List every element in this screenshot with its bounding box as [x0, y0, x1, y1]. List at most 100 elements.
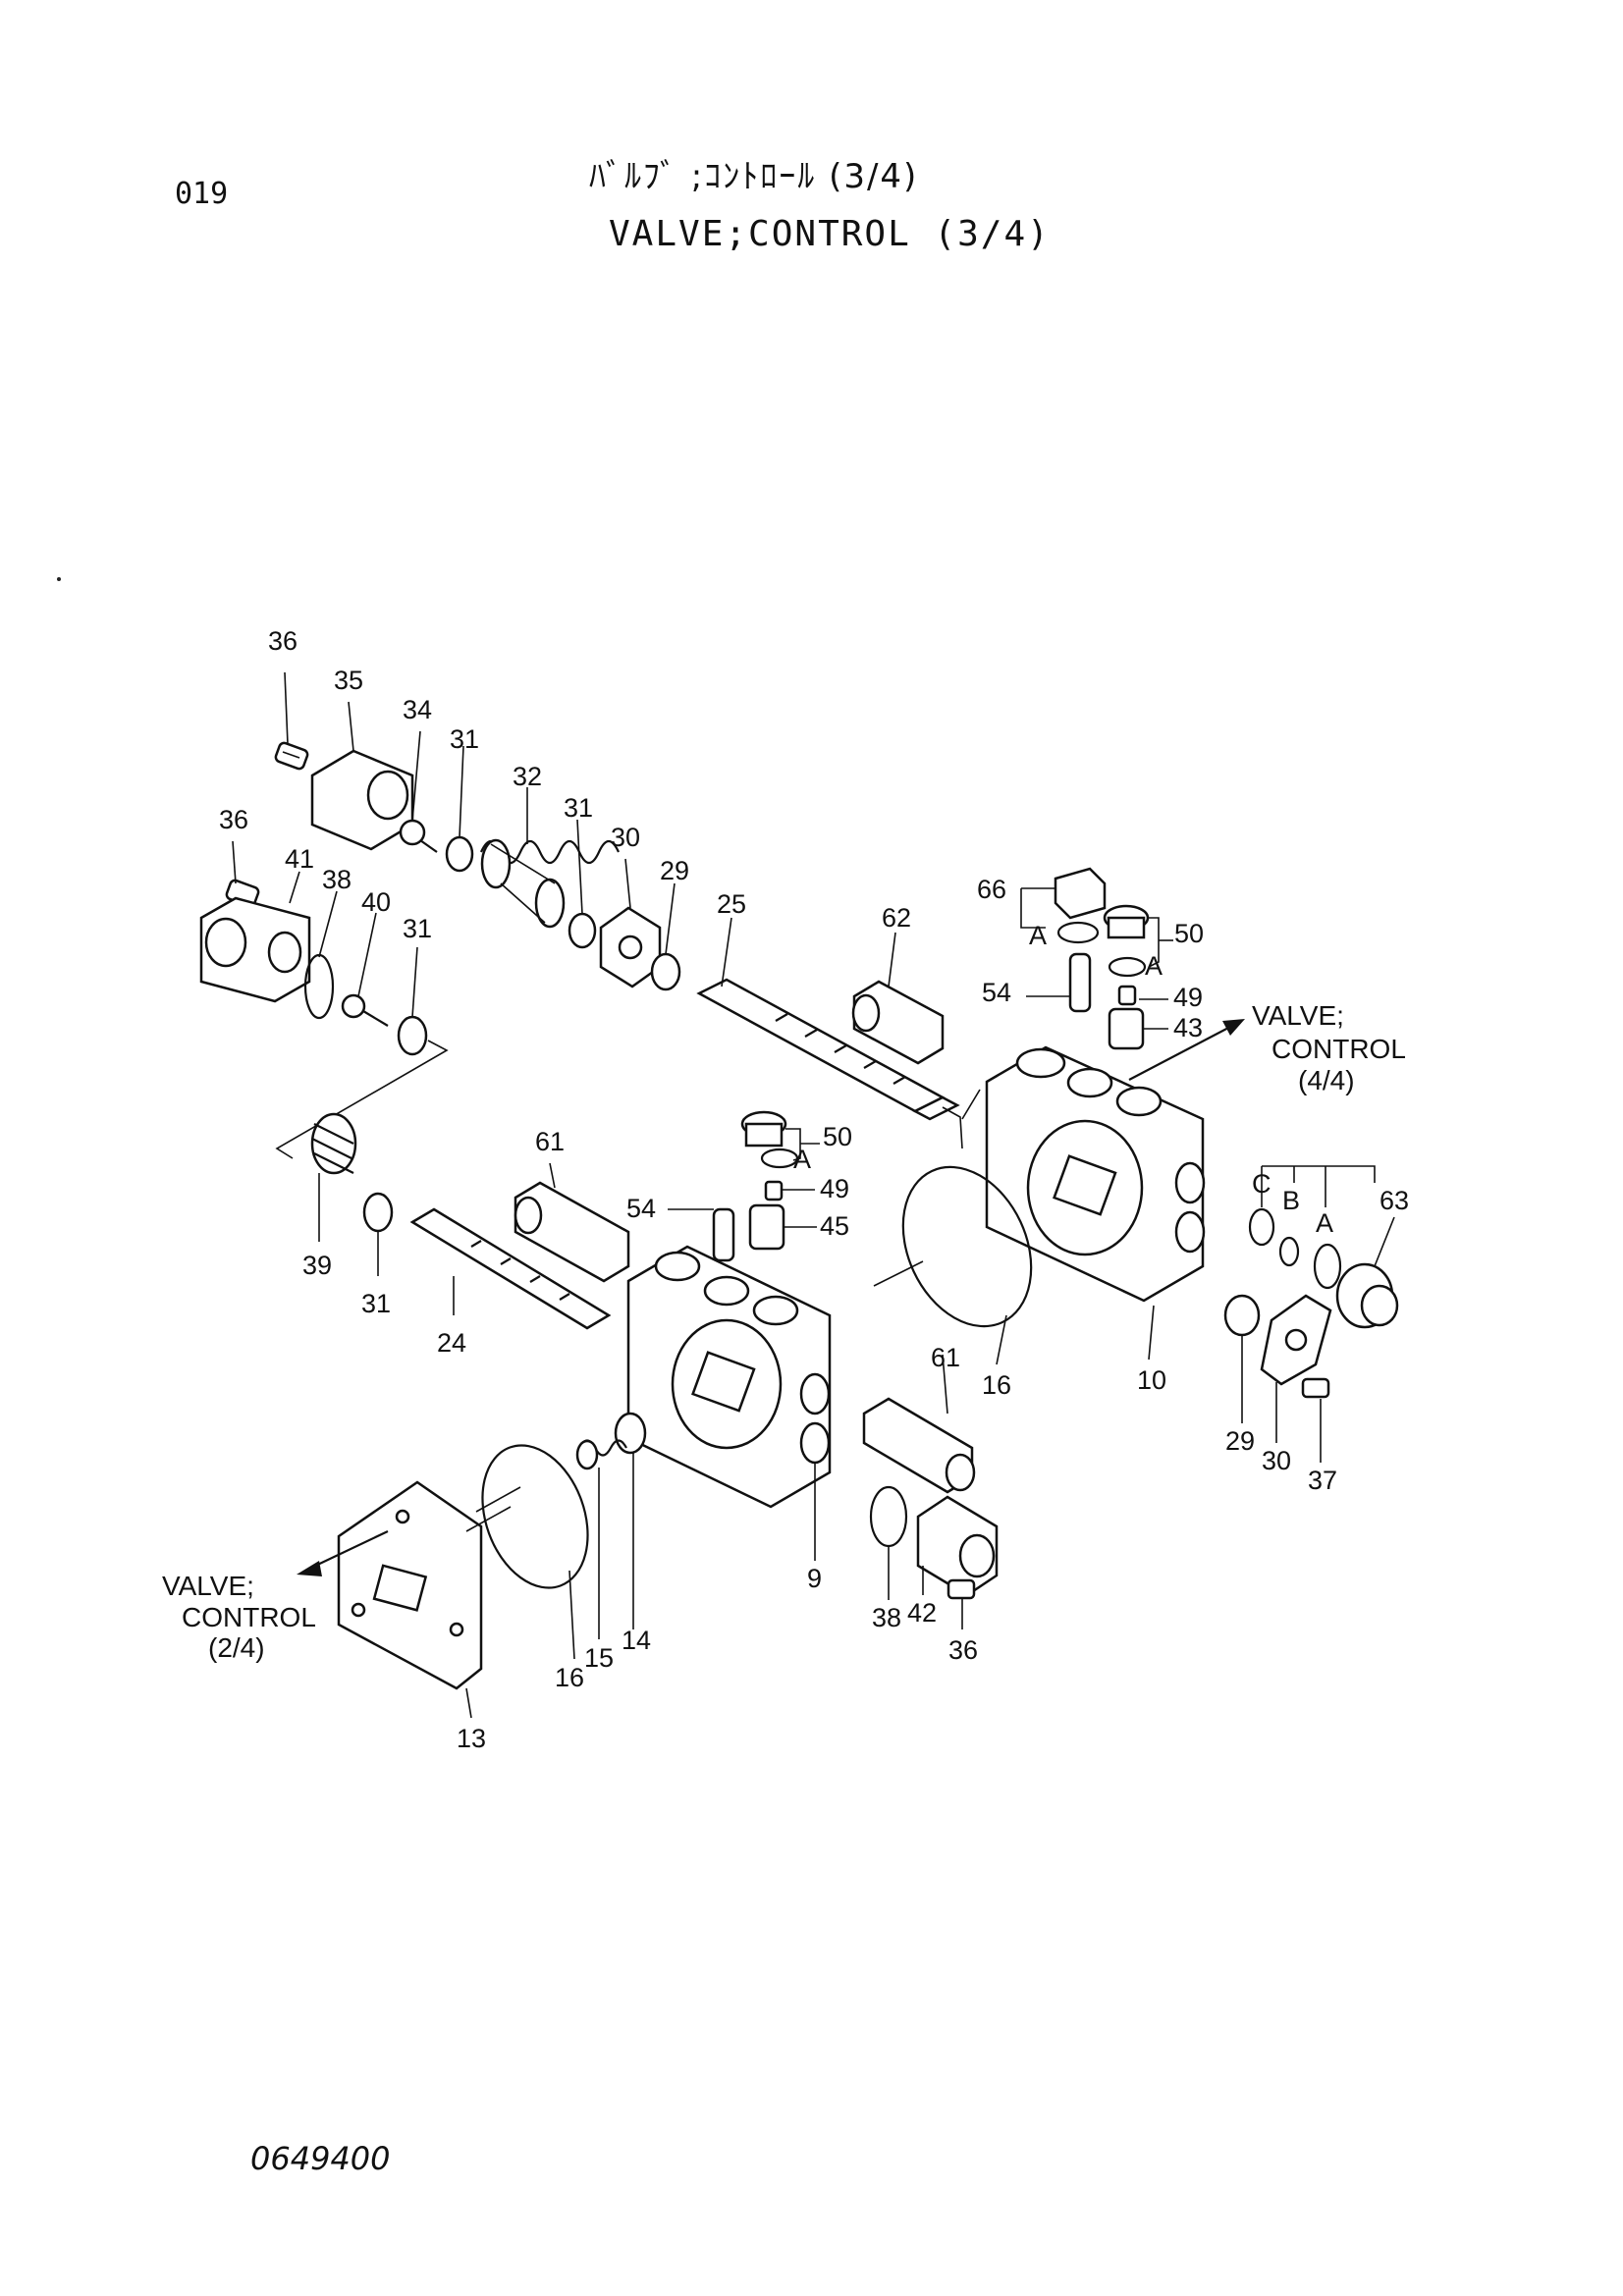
callout-63: 63: [1380, 1186, 1409, 1215]
part-50-plug-lower: [740, 1110, 799, 1169]
callout-14: 14: [622, 1626, 651, 1655]
callout-61: 61: [931, 1343, 960, 1372]
callout-25: 25: [717, 889, 746, 919]
reference-line-2: CONTROL: [182, 1602, 316, 1632]
callout-16: 16: [555, 1663, 584, 1692]
part-50-plug-upper: [1103, 904, 1150, 978]
part-31-retainer-d: [362, 1192, 394, 1233]
title-japanese: ﾊﾞﾙﾌﾞ ;ｺﾝﾄﾛｰﾙ (3/4): [589, 157, 919, 196]
callout-35: 35: [334, 666, 363, 695]
part-9-valve-body: [626, 1245, 832, 1509]
callout-24: 24: [437, 1328, 466, 1358]
callout-31: 31: [403, 914, 432, 943]
callout-45: 45: [820, 1211, 849, 1241]
callout-31: 31: [564, 793, 593, 823]
callout-49: 49: [820, 1174, 849, 1203]
callout-30: 30: [1262, 1446, 1291, 1475]
part-61-relief-lower: [862, 1397, 976, 1494]
part-36-bolt-upper: [274, 741, 309, 771]
callout-49: 49: [1173, 983, 1203, 1012]
callout-39: 39: [302, 1251, 332, 1280]
part-15-spring: [575, 1439, 627, 1470]
part-34-stopper: [399, 819, 438, 853]
part-29-seal-a: [650, 952, 681, 991]
callout-38: 38: [322, 865, 352, 894]
part-14-retainer: [614, 1412, 647, 1455]
reference-label-lower-left: VALVE; CONTROL (2/4): [162, 1571, 316, 1663]
label-a: A: [1145, 951, 1163, 981]
label-a: A: [1029, 921, 1047, 950]
part-41-housing: [199, 896, 311, 1003]
part-36-bolt-lower: [947, 1578, 976, 1600]
callout-38: 38: [872, 1603, 901, 1632]
callout-50: 50: [1174, 919, 1204, 948]
part-61-relief-upper: [514, 1181, 630, 1283]
part-54-fitting-lower: [712, 1207, 735, 1262]
part-31-retainer-c: [397, 1015, 428, 1056]
part-42-housing: [916, 1495, 999, 1597]
part-31-retainer-a: [445, 835, 474, 873]
callout-61: 61: [535, 1127, 565, 1156]
callout-50: 50: [823, 1122, 852, 1151]
reference-arrow-lower-left: [297, 1530, 389, 1576]
callout-54: 54: [982, 978, 1011, 1007]
label-b: B: [1282, 1186, 1300, 1215]
callout-16: 16: [982, 1370, 1011, 1400]
part-38-oring-lower: [869, 1485, 908, 1548]
label-a: A: [1316, 1208, 1333, 1238]
part-40-pin: [341, 993, 389, 1027]
title-english: VALVE;CONTROL (3/4): [609, 214, 1051, 254]
callout-29: 29: [660, 856, 689, 885]
reference-line-3: (2/4): [208, 1632, 265, 1663]
callout-41: 41: [285, 844, 314, 874]
part-32-spring: [479, 838, 621, 929]
part-45-plug-lower: [748, 1203, 785, 1251]
part-13-end-plate: [337, 1480, 483, 1690]
part-49-screw-lower: [764, 1180, 784, 1201]
callout-40: 40: [361, 887, 391, 917]
reference-line-1: VALVE;: [162, 1571, 254, 1601]
callout-13: 13: [457, 1724, 486, 1753]
part-63-plug-seals: [1248, 1207, 1399, 1329]
assembly-connection-line: [275, 1040, 449, 1159]
page-number: 019: [175, 177, 229, 211]
callout-37: 37: [1308, 1466, 1337, 1495]
drawing-number: 0649400: [250, 2140, 391, 2177]
part-29-seal-b: [1223, 1294, 1261, 1337]
label-a: A: [793, 1145, 811, 1174]
reference-line-1: VALVE;: [1252, 1000, 1344, 1031]
callout-9: 9: [807, 1564, 822, 1593]
part-38-oring-upper: [303, 953, 335, 1020]
stray-mark: [57, 577, 61, 581]
callout-32: 32: [513, 762, 542, 791]
callout-36: 36: [219, 805, 248, 834]
reference-label-upper-right: VALVE; CONTROL (4/4): [1252, 1000, 1406, 1095]
part-31-retainer-b: [568, 912, 597, 949]
part-39-spring: [310, 1112, 357, 1175]
callout-29: 29: [1225, 1426, 1255, 1456]
label-c: C: [1252, 1169, 1271, 1199]
part-66-plug: [1054, 867, 1107, 944]
callout-labels: 36 35 34 31 32 31 30 29 25 36 41 38 40 3…: [219, 626, 1409, 1753]
callout-43: 43: [1173, 1013, 1203, 1042]
callout-42: 42: [907, 1598, 937, 1628]
callout-31: 31: [361, 1289, 391, 1318]
reference-line-2: CONTROL: [1271, 1034, 1406, 1064]
part-10-valve-body: [985, 1045, 1206, 1303]
callout-10: 10: [1137, 1365, 1166, 1395]
reference-arrow-upper-right: [1128, 1019, 1245, 1081]
callout-15: 15: [584, 1643, 614, 1673]
callout-54: 54: [626, 1194, 656, 1223]
part-54-fitting-upper: [1068, 952, 1092, 1013]
callout-30: 30: [611, 823, 640, 852]
callout-36: 36: [268, 626, 298, 656]
part-43-plug: [1108, 1007, 1145, 1050]
part-49-screw-upper: [1117, 985, 1137, 1006]
callout-31: 31: [450, 724, 479, 754]
part-16-oring-lower: [481, 1444, 589, 1589]
leader-lines: [232, 671, 1395, 1719]
callout-36: 36: [948, 1635, 978, 1665]
part-37-bolt: [1301, 1377, 1330, 1399]
spool-connection-line: [942, 1089, 981, 1149]
part-35-cover: [310, 749, 414, 851]
